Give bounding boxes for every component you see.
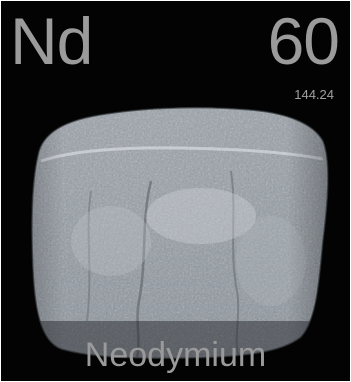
- element-symbol: Nd: [10, 4, 93, 78]
- atomic-mass: 144.24: [294, 87, 334, 102]
- atomic-number: 60: [267, 4, 340, 78]
- element-name: Neodymium: [84, 336, 267, 374]
